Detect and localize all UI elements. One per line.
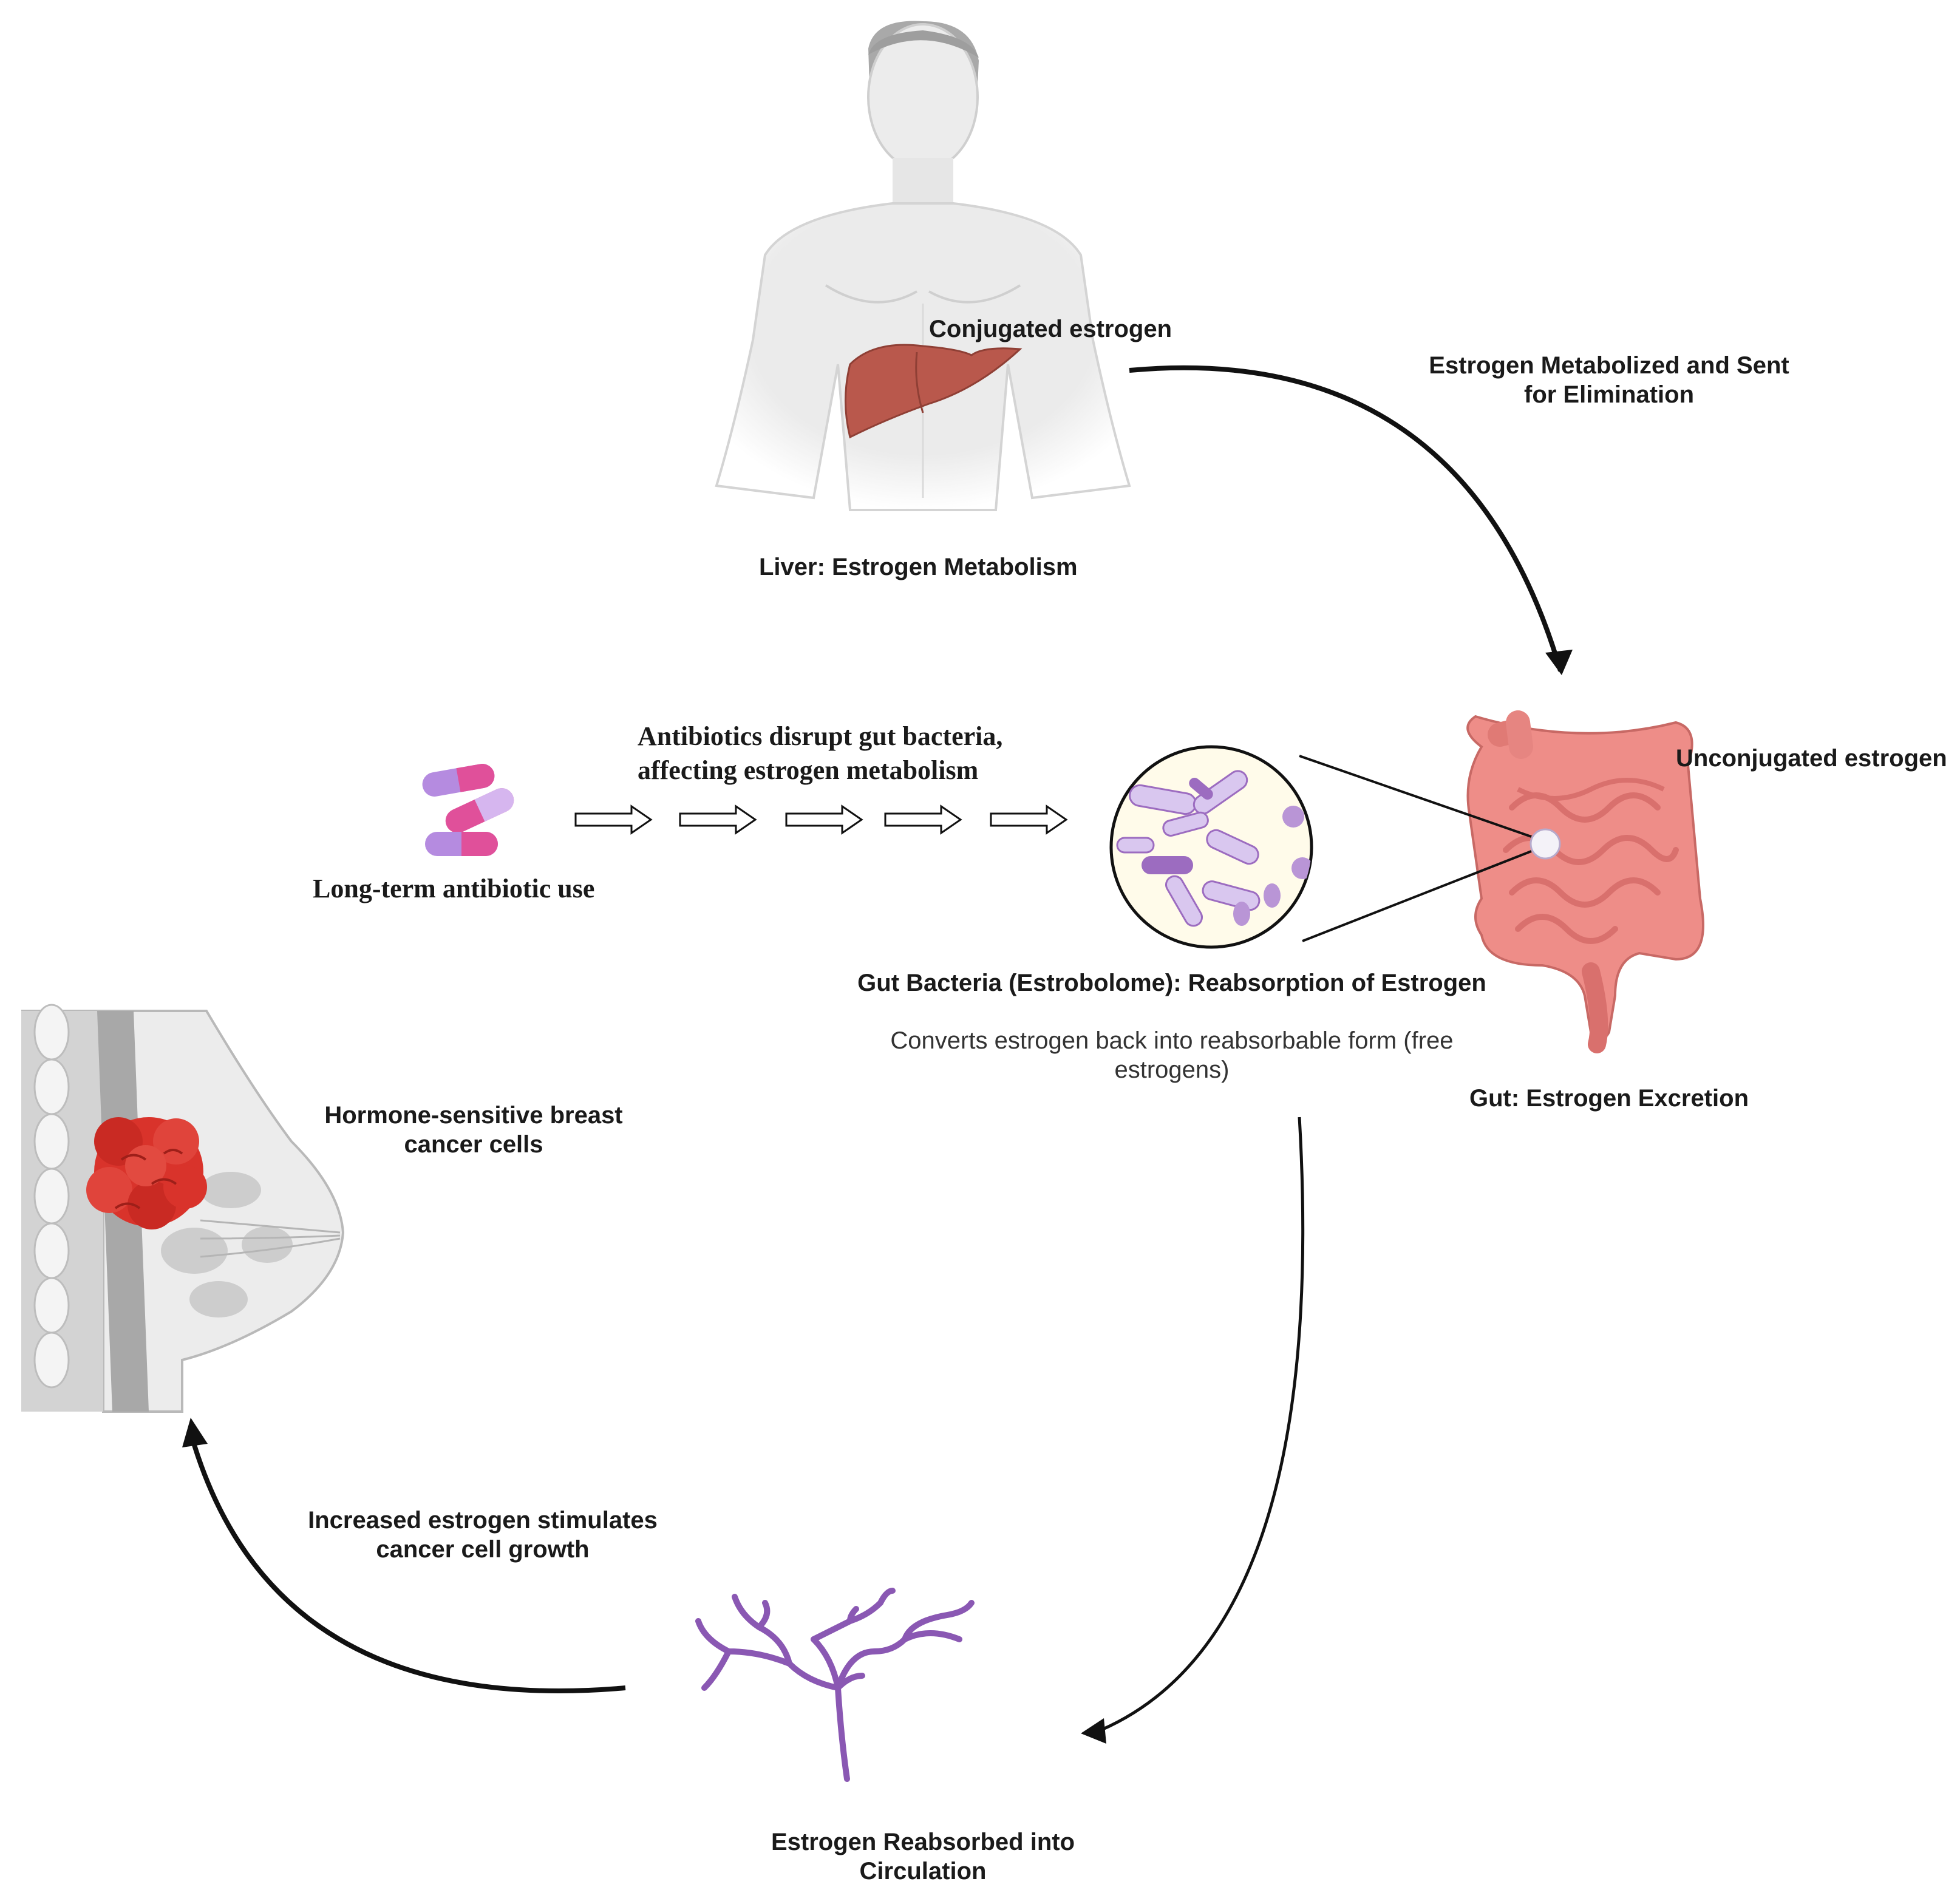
arrowhead-bacteria-to-circulation (1081, 1718, 1106, 1744)
arrow-bacteria-to-circulation (1092, 1117, 1305, 1735)
hollow-arrows (574, 804, 1068, 835)
hollow-arrow-2 (679, 804, 757, 835)
bacteria-description: Converts estrogen back into reabsorbable… (890, 1027, 1454, 1083)
gut-title: Gut: Estrogen Excretion (1469, 1085, 1749, 1112)
breast-cancer-label: Hormone-sensitive breast cancer cells (324, 1102, 623, 1158)
blood-vessel-icon (695, 1588, 975, 1782)
intestine-icon (1466, 710, 1704, 1053)
capsule-icon (422, 764, 514, 856)
hollow-arrow-4 (884, 804, 962, 835)
arrowhead-circulation-to-breast (182, 1418, 208, 1447)
arrow-liver-gut-label: Estrogen Metabolized and Sent for Elimin… (1429, 352, 1789, 408)
bacteria-title: Gut Bacteria (Estrobolome): Reabsorption… (857, 970, 1486, 996)
circulation-label: Estrogen Reabsorbed into Circulation (771, 1829, 1075, 1885)
conjugated-estrogen-label: Conjugated estrogen (929, 316, 1172, 342)
arrow-vessel-breast-label: Increased estrogen stimulates cancer cel… (308, 1507, 658, 1563)
hollow-arrow-3 (785, 804, 863, 835)
liver-icon (845, 344, 1023, 439)
unconjugated-estrogen-label: Unconjugated estrogen (1676, 745, 1947, 772)
breast-tumor-icon (21, 1004, 345, 1413)
zoom-connector-bottom (1302, 850, 1532, 942)
zoom-connector-top (1299, 755, 1532, 838)
tumor (86, 1117, 207, 1229)
liver-title: Liver: Estrogen Metabolism (759, 554, 1078, 580)
arrow-liver-to-gut (1129, 365, 1563, 672)
human-torso-icon (715, 21, 1131, 511)
hollow-arrow-5 (990, 804, 1068, 835)
arrowhead-liver-to-gut (1545, 650, 1573, 675)
hollow-arrow-1 (574, 804, 653, 835)
antibiotic-use-label: Long-term antibiotic use (313, 874, 595, 903)
antibiotics-effect-text: Antibiotics disrupt gut bacteria, affect… (638, 721, 1003, 785)
arrow-circulation-to-breast (192, 1444, 626, 1693)
bacteria-icon (1109, 745, 1313, 949)
